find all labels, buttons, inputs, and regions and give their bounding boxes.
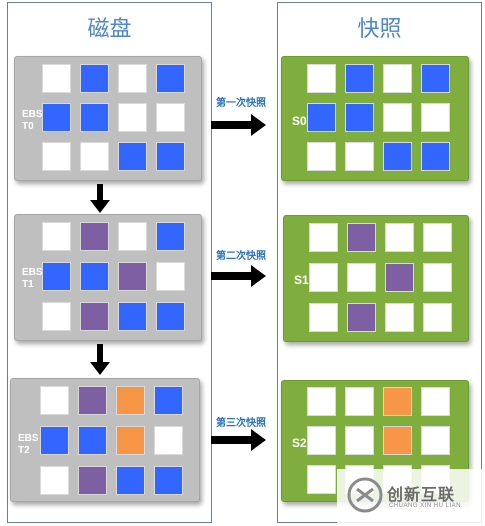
right-arrow-icon [211, 429, 266, 451]
empty-cell [42, 64, 71, 93]
empty-cell [383, 103, 412, 132]
snapshot-panel-title: 快照 [357, 17, 402, 42]
snapshot-block-s1: S1 [283, 215, 469, 342]
watermark-subtext: CHUANG XIN HU LIAN [389, 503, 462, 509]
data-cell-blue [156, 142, 185, 171]
empty-cell [42, 222, 71, 251]
empty-cell [345, 142, 374, 171]
data-cell-orange [383, 387, 412, 416]
empty-cell [118, 103, 147, 132]
data-cell-orange [383, 426, 412, 455]
data-cell-purple [80, 222, 109, 251]
empty-cell [307, 142, 336, 171]
right-arrow-icon [211, 265, 266, 287]
arrow-label-third: 第三次快照 [216, 418, 266, 429]
data-cell-blue [78, 426, 107, 455]
data-cell-blue [345, 64, 374, 93]
data-cell-blue [116, 466, 145, 495]
empty-cell [423, 303, 452, 332]
data-cell-blue [156, 64, 185, 93]
empty-cell [421, 103, 450, 132]
data-cell-blue [80, 262, 109, 291]
down-arrow-icon [90, 184, 110, 213]
data-cell-purple [78, 466, 107, 495]
data-cell-purple [80, 302, 109, 331]
data-cell-blue [156, 302, 185, 331]
data-cell-blue [421, 64, 450, 93]
data-cell-blue [345, 103, 374, 132]
data-cell-purple [347, 303, 376, 332]
empty-cell [307, 387, 336, 416]
arrow-label-first: 第一次快照 [216, 98, 266, 109]
empty-cell [309, 303, 338, 332]
empty-cell [40, 386, 69, 415]
empty-cell [307, 465, 336, 494]
snapshot-block-label: S2 [292, 436, 307, 450]
data-cell-blue [118, 142, 147, 171]
snapshot-block-s0: S0 [281, 56, 469, 181]
data-cell-blue [80, 64, 109, 93]
data-cell-purple [385, 263, 414, 292]
data-cell-blue [307, 103, 336, 132]
watermark-text: 创新互联 [387, 485, 456, 504]
data-cell-orange [116, 426, 145, 455]
empty-cell [80, 142, 109, 171]
disk-block-t2: EBS T2 [10, 378, 200, 502]
empty-cell [42, 142, 71, 171]
empty-cell [118, 64, 147, 93]
data-cell-blue [154, 466, 183, 495]
empty-cell [347, 263, 376, 292]
empty-cell [118, 222, 147, 251]
empty-cell [423, 263, 452, 292]
empty-cell [40, 466, 69, 495]
empty-cell [307, 64, 336, 93]
data-cell-blue [154, 386, 183, 415]
data-cell-purple [118, 262, 147, 291]
data-cell-purple [347, 223, 376, 252]
empty-cell [421, 387, 450, 416]
snapshot-block-label: S0 [292, 114, 307, 128]
empty-cell [345, 426, 374, 455]
watermark: 创新互联 CHUANG XIN HU LIAN [337, 469, 485, 523]
empty-cell [385, 223, 414, 252]
empty-cell [345, 387, 374, 416]
empty-cell [385, 303, 414, 332]
empty-cell [307, 426, 336, 455]
empty-cell [309, 223, 338, 252]
empty-cell [156, 103, 185, 132]
data-cell-blue [80, 103, 109, 132]
data-cell-blue [156, 222, 185, 251]
data-cell-blue [42, 262, 71, 291]
disk-panel-title: 磁盘 [87, 17, 132, 42]
arrow-label-second: 第二次快照 [216, 251, 266, 262]
empty-cell [383, 64, 412, 93]
logo-icon [347, 477, 383, 513]
data-cell-blue [383, 142, 412, 171]
disk-block-label: EBS T1 [22, 267, 43, 290]
snapshot-block-label: S1 [294, 273, 309, 287]
empty-cell [309, 263, 338, 292]
disk-block-label: EBS T0 [22, 109, 43, 132]
data-cell-blue [40, 426, 69, 455]
empty-cell [154, 426, 183, 455]
empty-cell [421, 426, 450, 455]
disk-block-t1: EBS T1 [14, 214, 202, 341]
down-arrow-icon [90, 344, 110, 375]
data-cell-orange [116, 386, 145, 415]
empty-cell [42, 302, 71, 331]
data-cell-blue [118, 302, 147, 331]
disk-block-label: EBS T2 [18, 433, 39, 456]
right-arrow-icon [211, 114, 266, 136]
empty-cell [423, 223, 452, 252]
data-cell-blue [42, 103, 71, 132]
empty-cell [156, 262, 185, 291]
disk-block-t0: EBS T0 [14, 56, 202, 181]
data-cell-blue [421, 142, 450, 171]
data-cell-purple [78, 386, 107, 415]
